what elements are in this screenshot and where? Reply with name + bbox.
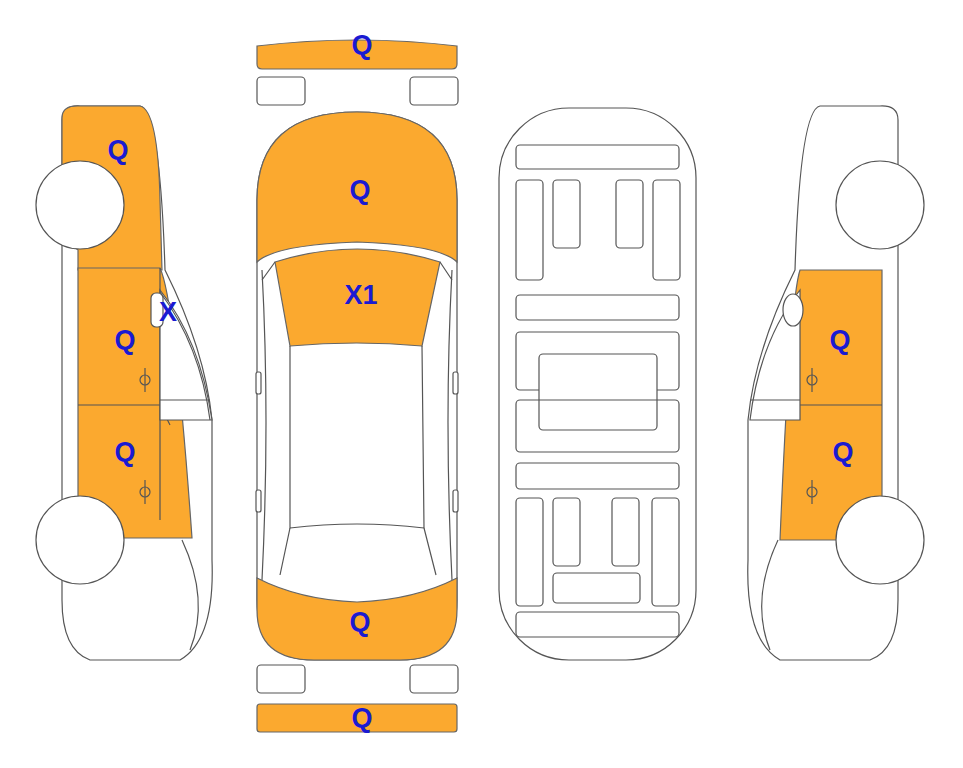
damage-code: X (159, 299, 177, 326)
damage-code: X1 (344, 282, 377, 309)
damage-code: Q (349, 177, 370, 204)
damage-code: Q (114, 439, 135, 466)
damage-code: Q (114, 327, 135, 354)
damage-code: Q (832, 439, 853, 466)
damage-code: Q (351, 705, 372, 732)
damage-code: Q (107, 137, 128, 164)
damage-code: Q (829, 327, 850, 354)
damage-code: Q (349, 609, 370, 636)
damage-code: Q (351, 32, 372, 59)
